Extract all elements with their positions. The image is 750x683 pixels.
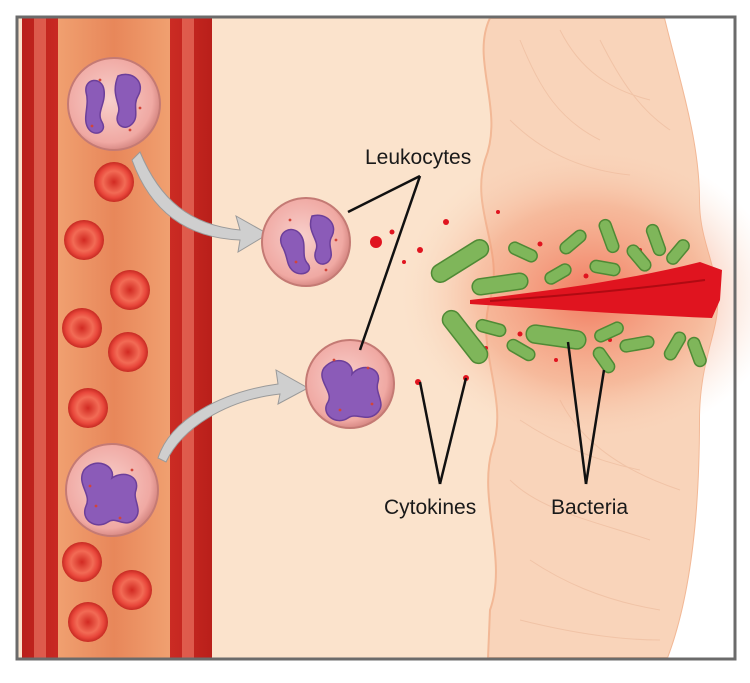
bacterium — [666, 239, 690, 265]
cytokines-label: Cytokines — [384, 496, 476, 519]
bacterium — [471, 272, 529, 296]
bacterium — [559, 229, 587, 255]
leukocyte-in-tissue-lower — [305, 339, 395, 429]
cytokine — [583, 273, 589, 279]
cytokine — [537, 241, 543, 247]
bacterium — [598, 218, 620, 254]
cytokine — [554, 358, 558, 362]
bacterium — [475, 318, 507, 338]
cytokine — [496, 210, 500, 214]
red-blood-cell — [62, 542, 102, 582]
red-blood-cell — [110, 270, 150, 310]
migration-arrow-lower — [157, 369, 310, 463]
red-blood-cell — [62, 308, 102, 348]
outside-area — [665, 18, 734, 658]
red-blood-cell — [68, 388, 108, 428]
red-blood-cell — [94, 162, 134, 202]
leukocytes-leader — [347, 174, 421, 214]
leukocyte-granules — [88, 78, 374, 520]
bacterium — [544, 263, 572, 285]
leukocyte-in-vessel-bottom — [65, 443, 159, 537]
cytokine — [389, 229, 395, 235]
bacterium — [687, 336, 707, 368]
vessel-wall-highlight — [34, 18, 46, 658]
wound-line — [489, 279, 706, 302]
red-blood-cells — [62, 162, 152, 642]
cytokine — [443, 219, 449, 225]
bacterium — [626, 244, 652, 272]
bacterium — [525, 324, 587, 350]
migration-arrow-upper — [131, 151, 269, 253]
bacteria-label: Bacteria — [551, 496, 628, 519]
bacterium — [619, 335, 655, 353]
cytokines-leader — [438, 377, 468, 485]
red-blood-cell — [64, 220, 104, 260]
bacterium — [441, 309, 489, 365]
cytokine — [517, 331, 523, 337]
bacterium — [594, 321, 624, 343]
red-blood-cell — [68, 602, 108, 642]
bacteria-leader — [584, 369, 606, 485]
leukocytes-leader — [358, 175, 422, 351]
cytokines-leader — [418, 381, 442, 485]
bacterium — [592, 346, 616, 374]
vessel-wall-highlight — [182, 18, 194, 658]
bacterium — [506, 338, 536, 362]
bacterium — [430, 239, 490, 283]
leukocyte-in-vessel-top — [67, 57, 161, 151]
leukocytes-label: Leukocytes — [365, 146, 471, 169]
cytokine — [417, 247, 423, 253]
red-blood-cell — [112, 570, 152, 610]
cytokine — [402, 260, 406, 264]
wound-cut — [470, 262, 722, 318]
leukocyte-in-tissue-upper — [261, 197, 351, 287]
bacteria — [430, 218, 707, 374]
bacterium — [663, 331, 687, 361]
diagram-frame — [15, 15, 737, 661]
bacteria-leader — [566, 341, 588, 485]
cytokine — [370, 236, 382, 248]
red-blood-cell — [108, 332, 148, 372]
leader-lines — [347, 174, 606, 485]
bacterium — [645, 223, 667, 257]
bacterium — [589, 259, 621, 277]
bacterium — [508, 241, 538, 263]
